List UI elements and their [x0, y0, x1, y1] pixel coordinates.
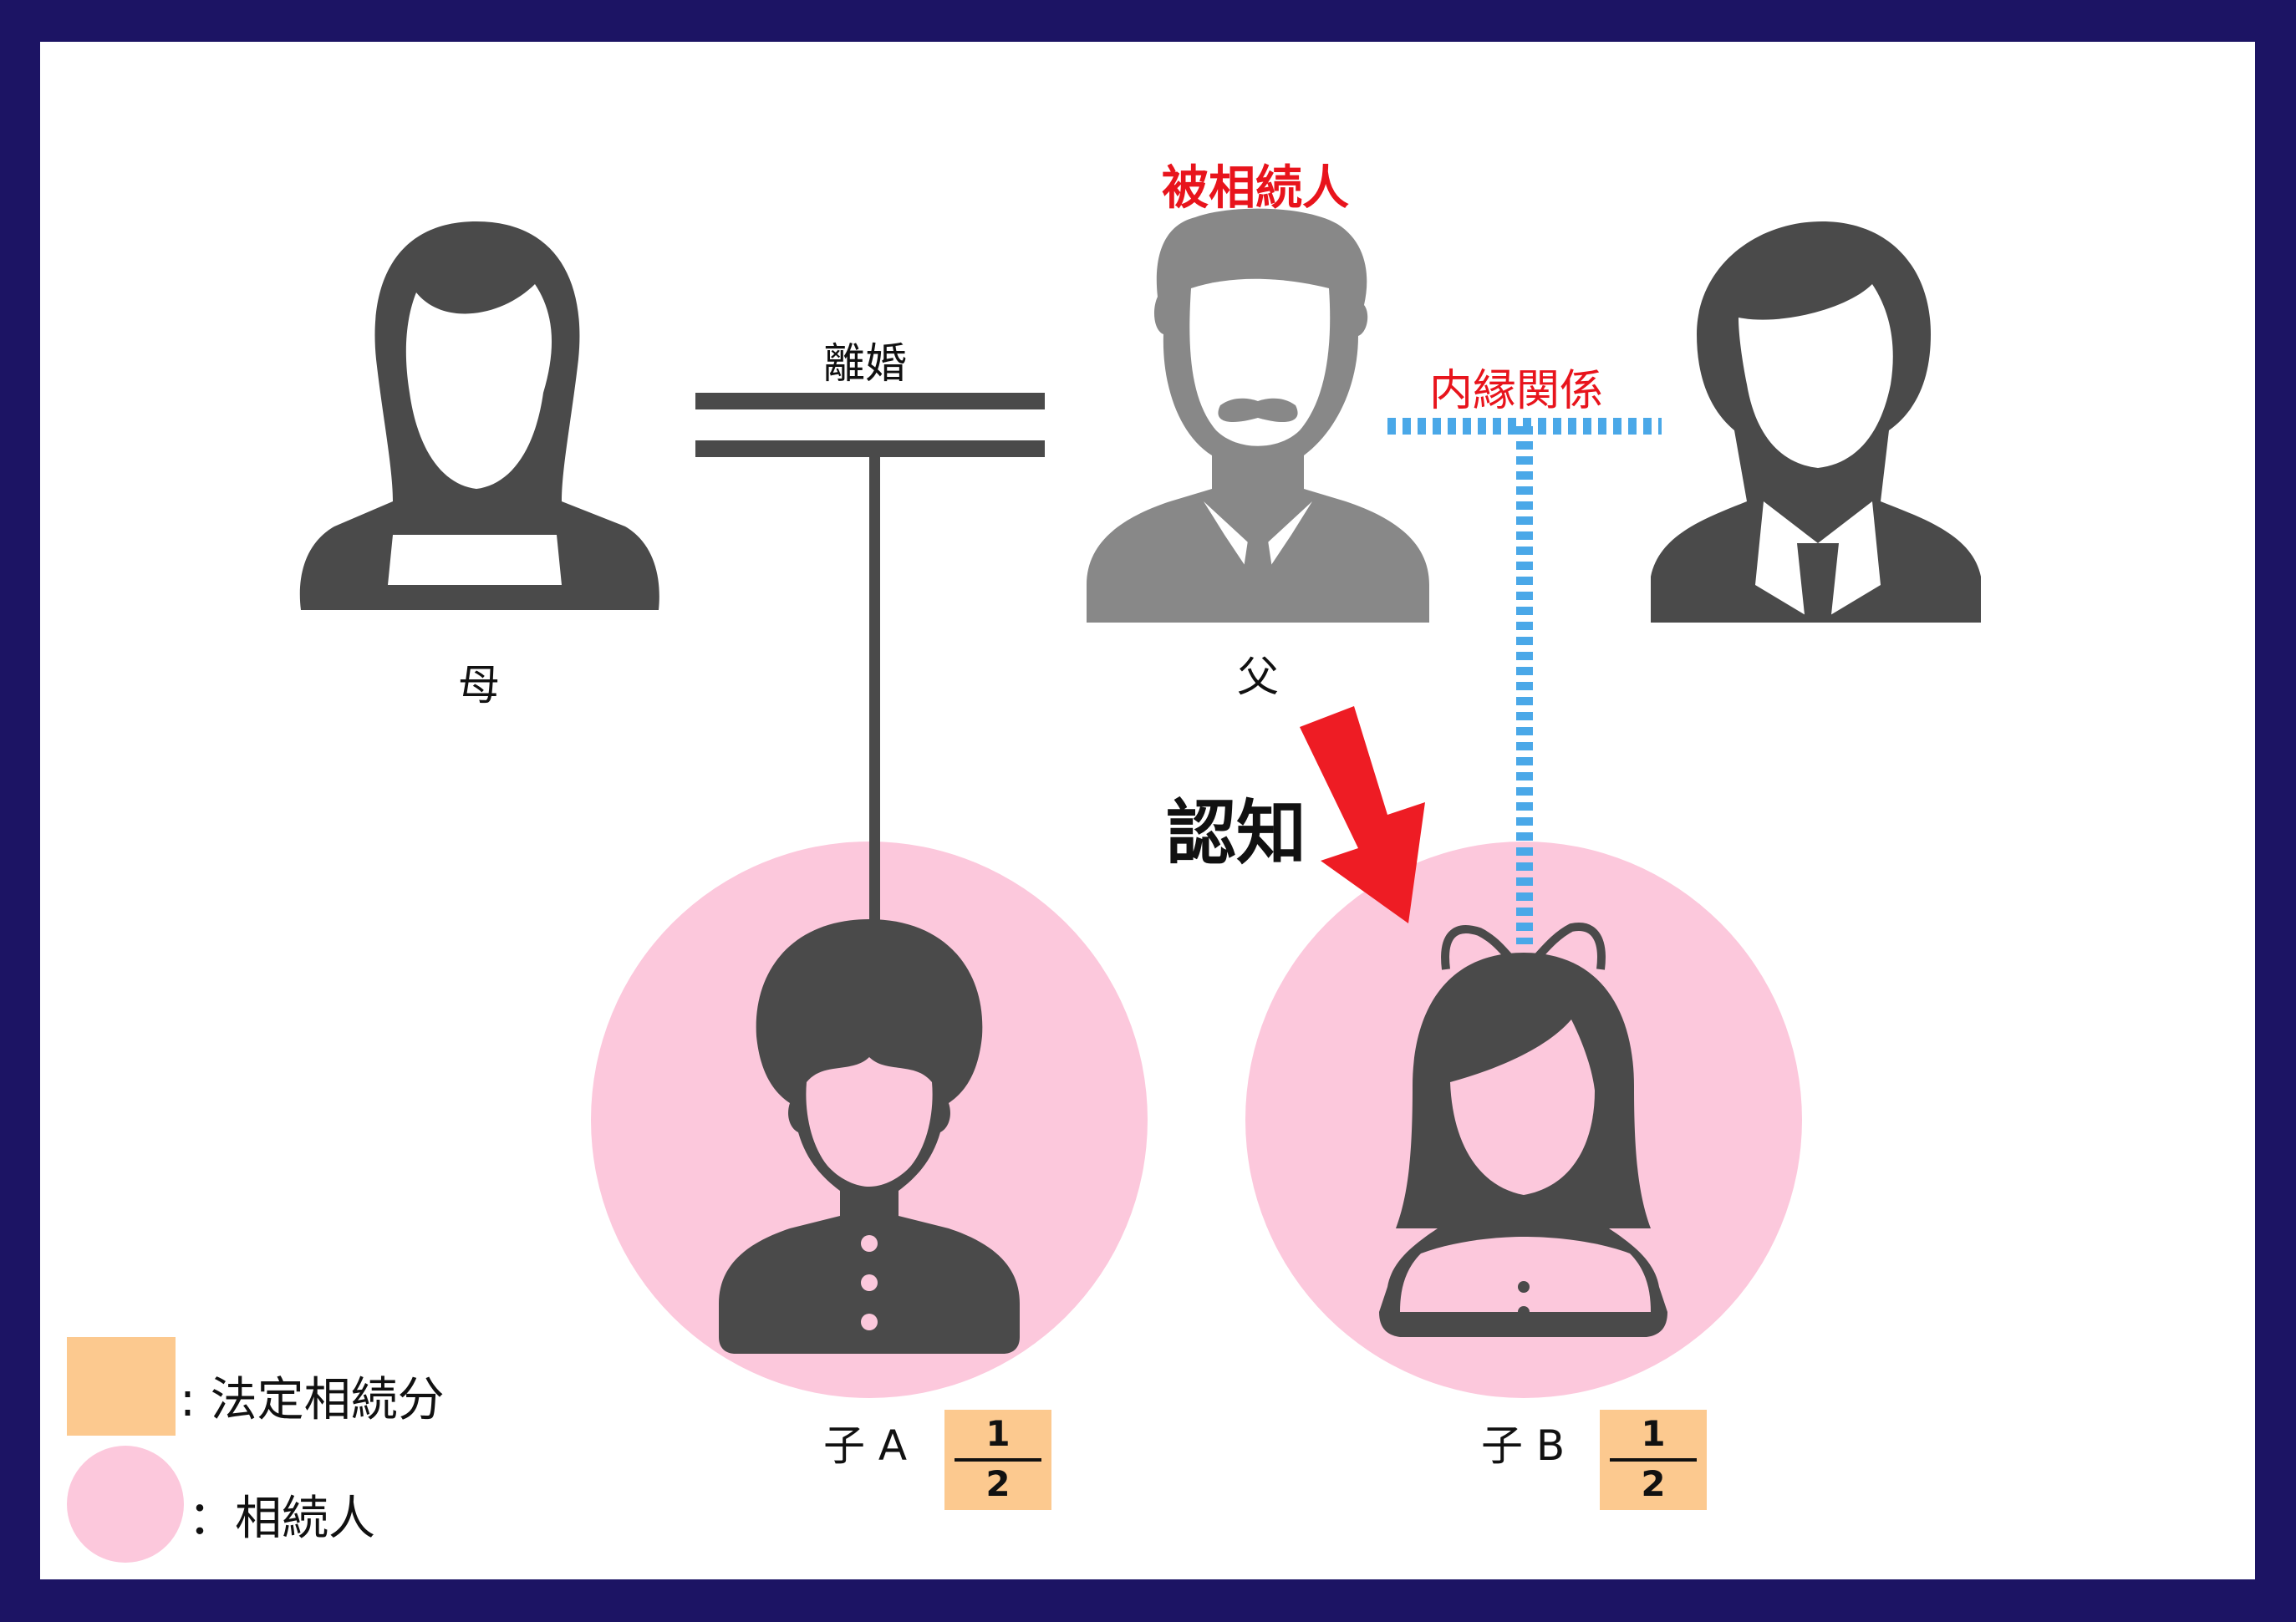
arrow-down-right-icon — [1300, 706, 1425, 923]
woman-icon — [299, 221, 659, 610]
button-dot — [861, 1235, 878, 1252]
legend-heir-swatch — [67, 1446, 184, 1563]
fraction-bar — [955, 1458, 1041, 1462]
man-mustache-icon — [1087, 208, 1429, 623]
share-denominator: 2 — [1641, 1463, 1666, 1504]
button-dot — [1518, 1281, 1530, 1293]
button-dot — [861, 1314, 878, 1330]
share-denominator: 2 — [985, 1463, 1011, 1504]
legend-share-label: : 法定相続分 — [180, 1373, 445, 1427]
button-dot — [861, 1274, 878, 1291]
deceased-label: 被相続人 — [1162, 161, 1349, 216]
share-child-a: 1 2 — [944, 1410, 1051, 1510]
button-dot — [1518, 1306, 1530, 1318]
boy-uniform-icon — [719, 919, 1020, 1354]
woman-suit-icon — [1651, 221, 1981, 623]
child-b-label: 子 B — [1481, 1421, 1565, 1470]
common-law-label: 内縁関係 — [1429, 366, 1604, 416]
legend-share-swatch — [67, 1337, 176, 1436]
share-numerator: 1 — [1641, 1413, 1666, 1454]
divorce-line — [695, 393, 1045, 457]
fraction-bar — [1610, 1458, 1697, 1462]
girl-ribbon-icon — [1379, 923, 1667, 1337]
legend-heir-label: ：相続人 — [188, 1492, 375, 1546]
child-a-label: 子 A — [823, 1421, 908, 1470]
mother-label: 母 — [458, 661, 500, 709]
share-numerator: 1 — [985, 1413, 1011, 1454]
share-child-b: 1 2 — [1600, 1410, 1707, 1510]
father-label: 父 — [1237, 653, 1279, 701]
divorce-label: 離婚 — [823, 339, 907, 388]
descent-line-child-a — [869, 457, 880, 925]
acknowledgment-label: 認知 — [1166, 792, 1307, 874]
